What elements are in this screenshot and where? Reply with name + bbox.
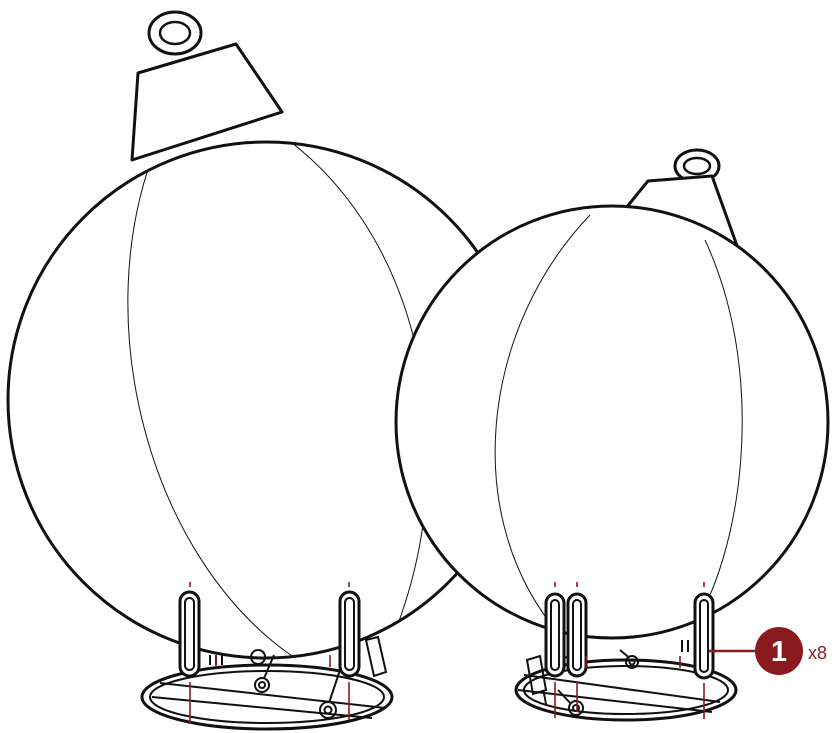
callout: 1 x8 bbox=[709, 627, 827, 675]
small-base-stake-left bbox=[544, 592, 566, 678]
small-ornament-ball bbox=[394, 204, 830, 640]
small-ornament bbox=[394, 148, 830, 640]
large-base-stake-right bbox=[338, 590, 361, 678]
callout-badge bbox=[755, 627, 803, 675]
small-ring-base bbox=[514, 592, 738, 722]
large-ornament-hanger-loop bbox=[147, 10, 203, 56]
small-base-ring bbox=[514, 658, 738, 722]
large-base-stake-left bbox=[178, 590, 201, 678]
small-base-stake-mid bbox=[566, 592, 588, 678]
large-ornament-cap bbox=[130, 42, 284, 162]
small-base-stake-right bbox=[693, 592, 715, 680]
insertion-guide-lines bbox=[189, 582, 705, 724]
large-ring-base bbox=[140, 590, 394, 731]
large-base-ring bbox=[140, 663, 394, 731]
small-base-hardware bbox=[525, 640, 689, 716]
callout-number: 1 bbox=[771, 636, 787, 668]
callout-quantity: x8 bbox=[808, 643, 827, 663]
